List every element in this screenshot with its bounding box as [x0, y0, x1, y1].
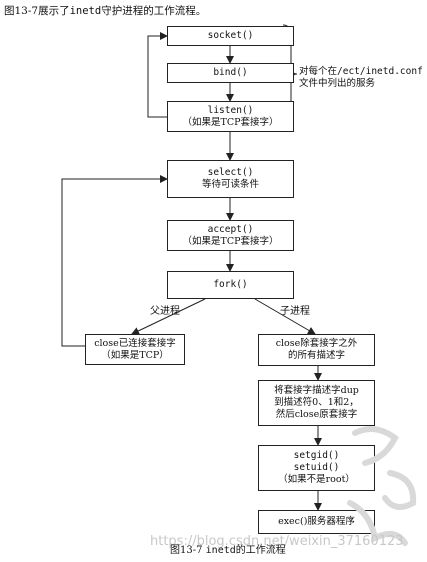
bind-box: bind() — [167, 63, 294, 83]
parent-label: 父进程 — [150, 306, 180, 317]
socket-box: socket() — [167, 26, 294, 46]
child-label: 子进程 — [280, 306, 310, 317]
close-connected-box: close已连接套接字 （如果是TCP） — [85, 334, 185, 365]
select-box: select() 等待可读条件 — [167, 160, 294, 198]
close-other-box: close除套接字之外 的所有描述字 — [258, 334, 375, 366]
watermark-url: https://blog.csdn.net/weixin_37160123 — [150, 534, 404, 549]
exec-box: exec()服务器程序 — [258, 510, 375, 534]
accept-box: accept() （如果是TCP套接字） — [167, 220, 294, 251]
arrow-fork-parent — [131, 298, 206, 335]
loop-arrow-listen-socket — [147, 32, 168, 118]
loop-arrow-close-select — [61, 175, 168, 347]
arrow-fork-child — [254, 298, 316, 335]
listen-box: listen() （如果是TCP套接字） — [167, 101, 294, 132]
fork-box: fork() — [167, 271, 294, 299]
figure-caption: 图13-7 inetd的工作流程 — [170, 545, 286, 556]
brace-note: 对每个在/ect/inetd.conf 文件中列出的服务 — [299, 66, 423, 89]
setid-box: setgid() setuid() （如果不是root） — [258, 445, 375, 491]
dup-box: 将套接字描述字dup 到描述符0、1和2， 然后close原套接字 — [258, 380, 375, 426]
seal-stamp-icon — [347, 426, 417, 546]
intro-text: 图13-7展示了inetd守护进程的工作流程。 — [4, 5, 207, 17]
